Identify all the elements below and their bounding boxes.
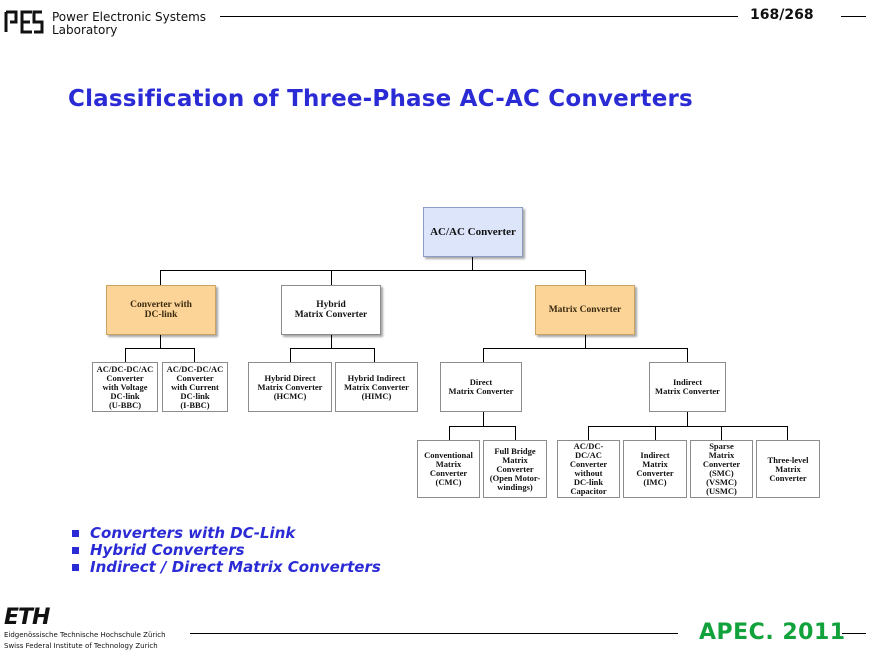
node-ac-dc-without-capacitor: AC/DC- DC/AC Converter without DC-link C…: [557, 440, 620, 498]
connector: [483, 348, 688, 349]
connector: [374, 348, 375, 362]
eth-name-german: Eidgenössische Technische Hochschule Zür…: [4, 631, 166, 639]
connector: [194, 348, 195, 362]
header-divider-end: [841, 16, 866, 17]
node-himc: Hybrid Indirect Matrix Converter (HIMC): [335, 362, 418, 412]
connector: [483, 412, 484, 427]
node-matrix-converter: Matrix Converter: [535, 285, 635, 335]
connector: [588, 426, 589, 440]
connector: [515, 426, 516, 440]
bullet-square-icon: [72, 547, 79, 554]
node-cmc: Conventional Matrix Converter (CMC): [417, 440, 480, 498]
node-sparse-matrix-converter: Sparse Matrix Converter (SMC) (VSMC) (US…: [690, 440, 753, 498]
connector: [721, 426, 722, 440]
node-hybrid-matrix-converter: Hybrid Matrix Converter: [281, 285, 381, 335]
connector: [687, 412, 688, 427]
connector: [160, 335, 161, 349]
node-three-level-matrix-converter: Three-level Matrix Converter: [756, 440, 820, 498]
node-hcmc: Hybrid Direct Matrix Converter (HCMC): [248, 362, 332, 412]
bullet-square-icon: [72, 530, 79, 537]
connector: [449, 426, 450, 440]
page-number: 168/268: [750, 7, 814, 23]
node-converter-dc-link: Converter with DC-link: [106, 285, 216, 335]
node-indirect-matrix-converter: Indirect Matrix Converter: [649, 362, 726, 412]
connector: [160, 270, 161, 285]
connector: [585, 270, 586, 285]
eth-logo: ETH: [4, 605, 50, 630]
connector: [331, 270, 332, 285]
page-title: Classification of Three-Phase AC-AC Conv…: [68, 86, 693, 112]
eth-name-english: Swiss Federal Institute of Technology Zu…: [4, 642, 158, 650]
connector: [655, 426, 656, 440]
node-imc: Indirect Matrix Converter (IMC): [623, 440, 687, 498]
header-divider: [220, 16, 738, 17]
connector: [687, 348, 688, 362]
connector: [125, 348, 195, 349]
connector: [472, 257, 473, 271]
connector: [125, 348, 126, 362]
node-direct-matrix-converter: Direct Matrix Converter: [440, 362, 522, 412]
pes-logo-icon: [4, 10, 44, 34]
connector: [160, 270, 586, 271]
connector: [449, 426, 516, 427]
bullet-square-icon: [72, 564, 79, 571]
connector: [290, 348, 375, 349]
connector: [588, 426, 788, 427]
connector: [787, 426, 788, 440]
connector: [331, 335, 332, 349]
bullet-text: Converters with DC-Link: [90, 524, 296, 542]
connector: [585, 335, 586, 349]
footer-divider: [190, 633, 678, 634]
bullet-text: Hybrid Converters: [90, 541, 245, 559]
connector: [483, 348, 484, 362]
lab-name: Power Electronic Systems Laboratory: [52, 11, 206, 37]
lab-name-line1: Power Electronic Systems: [52, 10, 207, 24]
bullet-text: Indirect / Direct Matrix Converters: [90, 558, 381, 576]
connector: [290, 348, 291, 362]
lab-name-line2: Laboratory: [52, 23, 118, 37]
node-full-bridge-matrix-converter: Full Bridge Matrix Converter (Open Motor…: [483, 440, 547, 498]
node-i-bbc: AC/DC-DC/AC Converter with Current DC-li…: [162, 362, 228, 412]
apec-logo: APEC. 2011: [699, 620, 846, 645]
node-ac-ac-converter: AC/AC Converter: [423, 207, 523, 257]
node-u-bbc: AC/DC-DC/AC Converter with Voltage DC-li…: [92, 362, 158, 412]
footer-divider-end: [842, 633, 866, 634]
